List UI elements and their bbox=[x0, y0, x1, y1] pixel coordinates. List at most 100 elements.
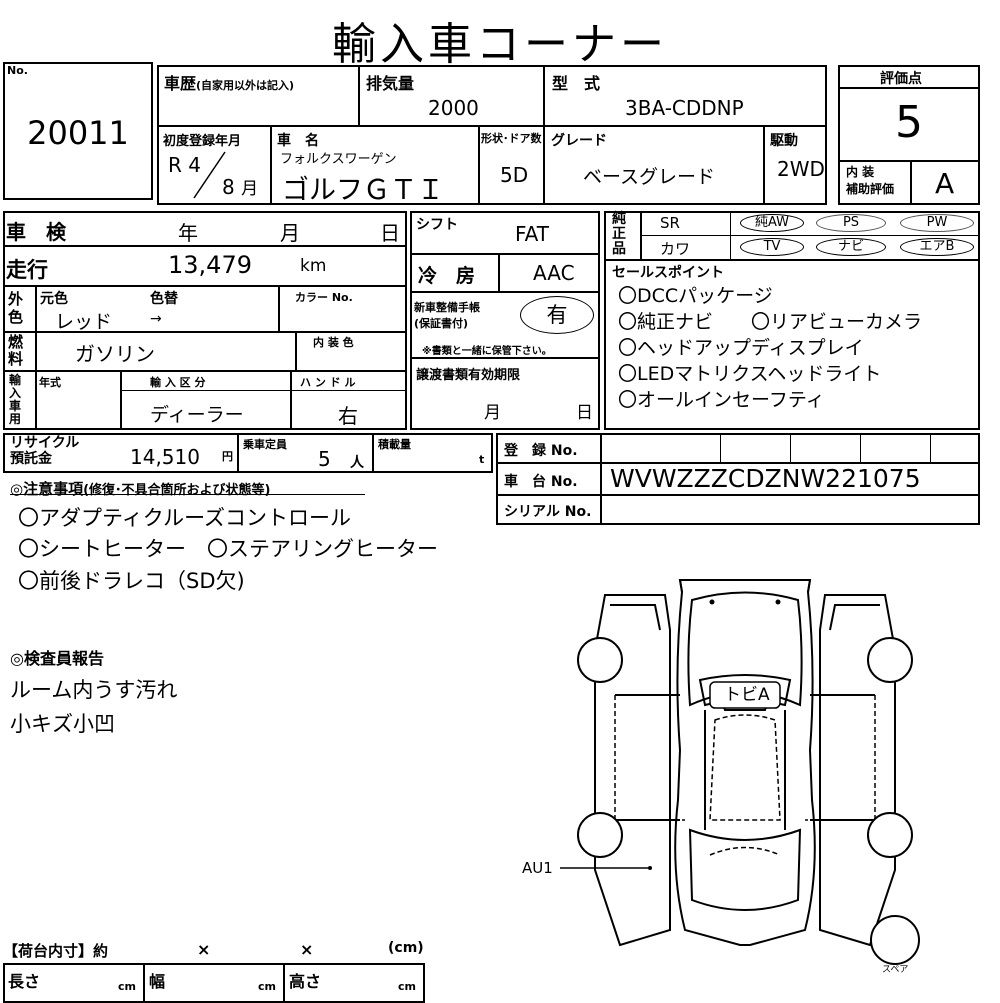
inspector-item: ルーム内うす汚れ bbox=[10, 678, 178, 702]
doors-label: 形状･ドア数 bbox=[481, 132, 542, 145]
manual-value: 有 bbox=[520, 296, 594, 334]
handle-value: 右 bbox=[338, 404, 358, 428]
equip-leather: カワ bbox=[660, 240, 691, 258]
note-item: 〇アダプティクルーズコントロール bbox=[18, 506, 352, 530]
equip-power-steering: PS bbox=[816, 214, 886, 232]
grade-value: ベースグレード bbox=[583, 166, 716, 188]
sales-points-list: 〇DCCパッケージ 〇純正ナビ 〇リアビューカメラ 〇ヘッドアップディスプレイ … bbox=[618, 283, 922, 413]
import-year-label: 年式 bbox=[39, 376, 61, 389]
serial-label: シリアル No. bbox=[504, 504, 592, 520]
inspection-box bbox=[3, 211, 407, 430]
fuel-label: 燃料 bbox=[8, 333, 24, 368]
equip-sr: SR bbox=[660, 214, 680, 232]
interior-color-label: 内 装 色 bbox=[313, 336, 354, 349]
grade-label: グレード bbox=[551, 133, 607, 149]
equipment-label: 純正品 bbox=[612, 211, 626, 257]
model-label: 型 式 bbox=[552, 74, 601, 93]
capacity-unit: 人 bbox=[350, 455, 364, 471]
note-item: 〇シートヒーター 〇ステアリングヒーター bbox=[18, 537, 438, 561]
lot-number-box: No. 20011 bbox=[3, 62, 153, 200]
recycle-label: リサイクル 預託金 bbox=[10, 435, 80, 467]
car-maker: フォルクスワーゲン bbox=[280, 152, 397, 167]
inspector-item: 小キズ小凹 bbox=[10, 712, 115, 736]
mileage-label: 走行 bbox=[6, 258, 48, 282]
repaint-color-label: 色替 bbox=[150, 291, 178, 307]
first-reg-era: R 4 bbox=[168, 153, 201, 177]
model-value: 3BA-CDDNP bbox=[625, 96, 744, 120]
recycle-box bbox=[3, 433, 493, 473]
doors-value: 5D bbox=[500, 163, 529, 187]
score-label: 評価点 bbox=[880, 71, 922, 87]
displacement-value: 2000 bbox=[428, 96, 479, 120]
capacity-label: 乗車定員 bbox=[243, 438, 287, 451]
page-title: 輸入車コーナー bbox=[332, 19, 668, 70]
inspection-month: 月 bbox=[280, 221, 300, 245]
notes-label: ◎注意事項(修復･不具合箇所および状態等) bbox=[10, 480, 271, 498]
interior-score-value: A bbox=[935, 167, 955, 200]
mileage-value: 13,479 bbox=[168, 251, 252, 279]
shift-box bbox=[410, 211, 600, 430]
inspection-label: 車 検 bbox=[6, 220, 66, 244]
repaint-color: → bbox=[150, 311, 162, 327]
registration-label: 登 録 No. bbox=[504, 443, 578, 459]
manual-note: ※書類と一緒に保管下さい。 bbox=[422, 346, 552, 357]
first-reg-label: 初度登録年月 bbox=[163, 134, 242, 149]
car-name-label: 車 名 bbox=[277, 133, 319, 149]
aircon-value: AAC bbox=[533, 261, 575, 285]
shift-label: シフト bbox=[416, 217, 458, 233]
equipment-box bbox=[604, 211, 980, 430]
import-category-label: 輸 入 区 分 bbox=[150, 376, 206, 389]
original-color: レッド bbox=[55, 311, 113, 333]
car-damage-diagram: トビA AU1 スペア bbox=[522, 579, 920, 975]
transfer-day: 日 bbox=[576, 403, 593, 423]
cargo-unit: (cm) bbox=[388, 940, 424, 956]
spare-label: スペア bbox=[882, 965, 908, 975]
equip-airbag: エアB bbox=[900, 238, 974, 256]
interior-score-label: 内 装 補助評価 bbox=[846, 165, 895, 196]
shift-value: FAT bbox=[515, 222, 550, 246]
transfer-month: 月 bbox=[484, 403, 501, 423]
color-side-label: 外色 bbox=[8, 290, 24, 326]
equip-tv: TV bbox=[740, 238, 804, 256]
sales-point: 〇純正ナビ 〇リアビューカメラ bbox=[618, 311, 923, 333]
original-color-label: 元色 bbox=[40, 291, 68, 307]
history-label: 車歴(自家用以外は記入) bbox=[164, 74, 295, 93]
sales-point: 〇オールインセーフティ bbox=[618, 389, 825, 411]
registration-box bbox=[496, 433, 980, 525]
equip-power-window: PW bbox=[900, 214, 974, 232]
score-value: 5 bbox=[895, 97, 923, 148]
mileage-unit: km bbox=[300, 256, 327, 276]
cargo-length-unit: cm bbox=[118, 980, 136, 993]
sales-point: 〇ヘッドアップディスプレイ bbox=[618, 337, 864, 359]
load-unit: t bbox=[479, 453, 485, 466]
vehicle-info-box bbox=[157, 65, 827, 205]
displacement-label: 排気量 bbox=[366, 74, 415, 93]
car-name: ゴルフＧＴＩ bbox=[282, 175, 444, 206]
sales-point: 〇LEDマトリクスヘッドライト bbox=[618, 363, 882, 385]
chassis-value: WVWZZZCDZNW221075 bbox=[610, 464, 921, 493]
handle-label: ハ ン ド ル bbox=[300, 376, 356, 389]
recycle-unit: 円 bbox=[222, 450, 233, 463]
load-label: 積載量 bbox=[378, 438, 411, 451]
cargo-box bbox=[3, 963, 425, 1003]
lot-label: No. bbox=[7, 64, 28, 77]
inspection-year: 年 bbox=[178, 221, 198, 245]
sales-point: 〇DCCパッケージ bbox=[618, 285, 773, 307]
sales-points-label: セールスポイント bbox=[612, 265, 724, 281]
inspection-day: 日 bbox=[380, 221, 400, 245]
import-side-label: 輸入車用 bbox=[9, 373, 22, 426]
roof-damage-mark: トビA bbox=[724, 685, 770, 705]
cargo-width-label: 幅 bbox=[149, 972, 166, 991]
color-no-label: カラー No. bbox=[295, 291, 353, 304]
cargo-x2: × bbox=[300, 940, 314, 959]
inspector-label: ◎検査員報告 bbox=[10, 649, 104, 668]
capacity-value: 5 bbox=[318, 447, 331, 471]
equip-navi: ナビ bbox=[816, 238, 886, 256]
equip-alloy-wheels: 純AW bbox=[740, 214, 804, 232]
recycle-value: 14,510 bbox=[130, 445, 200, 469]
cargo-height-label: 高さ bbox=[289, 972, 322, 991]
cargo-height-unit: cm bbox=[398, 980, 416, 993]
transfer-label: 譲渡書類有効期限 bbox=[416, 368, 521, 383]
aircon-label: 冷 房 bbox=[418, 265, 476, 287]
manual-label: 新車整備手帳 (保証書付) bbox=[414, 301, 480, 330]
